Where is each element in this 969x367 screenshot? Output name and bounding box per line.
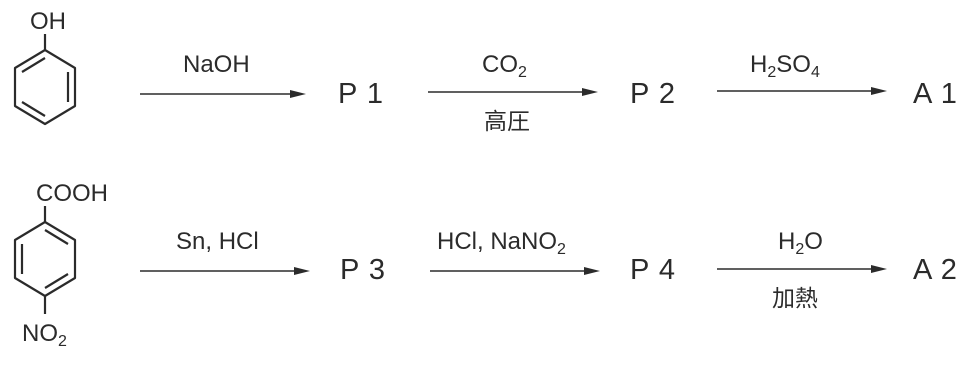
step1-reagent-naoh: NaOH [183, 51, 250, 78]
arrow-step5 [430, 267, 600, 275]
step3-reagent-h2so4: H2SO4 [750, 53, 820, 81]
step2-reagent-co2: CO2 [482, 53, 527, 81]
step5-reagent-hcl-nano2: HCl, NaNO2 [437, 230, 566, 258]
h2o-h: H [778, 228, 796, 255]
step4-reagent-sn-hcl: Sn, HCl [176, 228, 259, 255]
arrow-step4 [140, 267, 310, 275]
hcl-nano2-main: HCl, NaNO [437, 228, 558, 255]
no2-main: NO [22, 320, 58, 347]
nano2-subscript: 2 [557, 241, 566, 258]
arrow-step2 [428, 88, 598, 96]
co2-main: CO [482, 51, 518, 78]
h2so4-h: H [750, 51, 768, 78]
co2-subscript: 2 [518, 64, 527, 81]
arrow-step1 [140, 90, 306, 98]
h2o-subscript: 2 [795, 241, 805, 258]
product-p3: P 3 [340, 254, 387, 286]
h2so4-sub4: 4 [810, 64, 820, 81]
h2so4-sub2: 2 [767, 64, 777, 81]
arrow-step6 [717, 265, 887, 273]
step6-reagent-h2o: H2O [778, 230, 823, 258]
h2so4-so: SO [776, 51, 811, 78]
product-p1: P 1 [338, 78, 385, 110]
arrow-step3 [717, 87, 887, 95]
h2o-o: O [804, 228, 823, 255]
product-a1: A 1 [913, 78, 958, 110]
product-p4: P 4 [630, 254, 677, 286]
phenol-oh-label: OH [30, 8, 66, 35]
phenol-ring [13, 34, 77, 126]
benzoic-cooh-label: COOH [36, 180, 108, 207]
nitro-no2-label: NO2 [22, 322, 67, 350]
nitrobenzoic-ring [13, 206, 77, 314]
no2-subscript: 2 [58, 333, 67, 350]
step6-condition-heating: 加熱 [772, 286, 818, 312]
product-a2: A 2 [913, 254, 958, 286]
product-p2: P 2 [630, 78, 677, 110]
step2-condition-high-pressure: 高圧 [484, 109, 530, 135]
